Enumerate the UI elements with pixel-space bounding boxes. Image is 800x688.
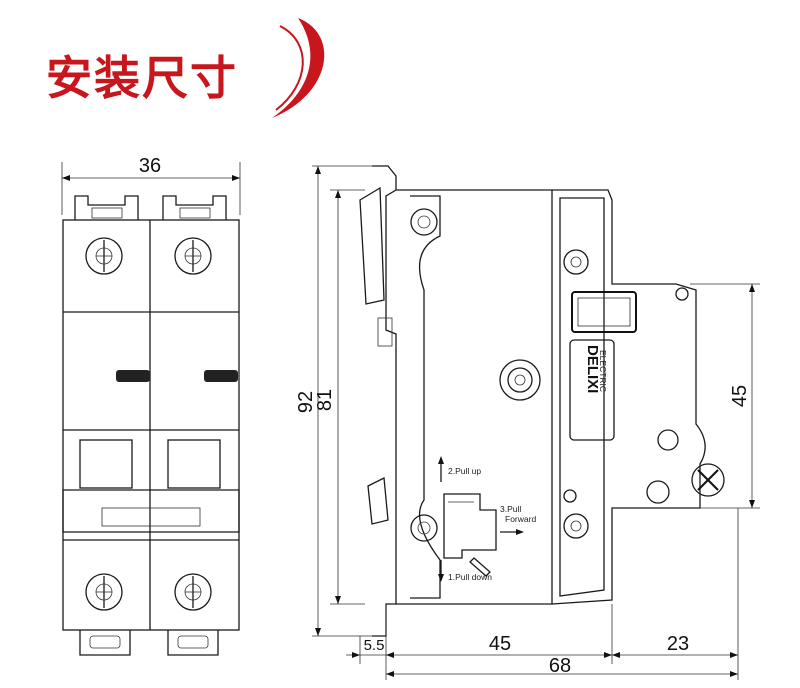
front-view: 36 [61,155,241,656]
step-pull-forward-2: Forward [505,514,536,524]
title-block: 安装尺寸 [40,14,340,124]
dim-front-45: 45 [729,385,751,407]
title-swoosh-icon [272,18,325,118]
dim-depth-68: 68 [549,655,571,677]
step-pull-down: 1.Pull down [448,572,492,582]
terminal-screw-icon [174,237,212,275]
terminal-screw-icon [85,237,123,275]
terminal-screw-icon [174,573,212,611]
terminal-screw-icon [691,463,725,497]
brand-label: DELIXI [584,345,601,393]
dim-height-81: 81 [314,389,336,411]
step-pull-forward-1: 3.Pull [500,504,521,514]
step-pull-up: 2.Pull up [448,466,481,476]
page-title: 安装尺寸 [46,51,238,105]
terminal-screw-icon [85,573,123,611]
mounting-instructions: 2.Pull up 3.Pull Forward 1.Pull down [438,456,536,582]
dim-height-92: 92 [295,391,317,413]
dim-depth-23: 23 [667,633,689,655]
dim-width-36: 36 [139,155,161,177]
dim-offset-5-5: 5.5 [364,637,385,654]
dim-depth-45: 45 [489,633,511,655]
side-view: 92 81 DELIXI ELECTRIC [295,165,760,680]
brand-sub-label: ELECTRIC [598,350,608,392]
